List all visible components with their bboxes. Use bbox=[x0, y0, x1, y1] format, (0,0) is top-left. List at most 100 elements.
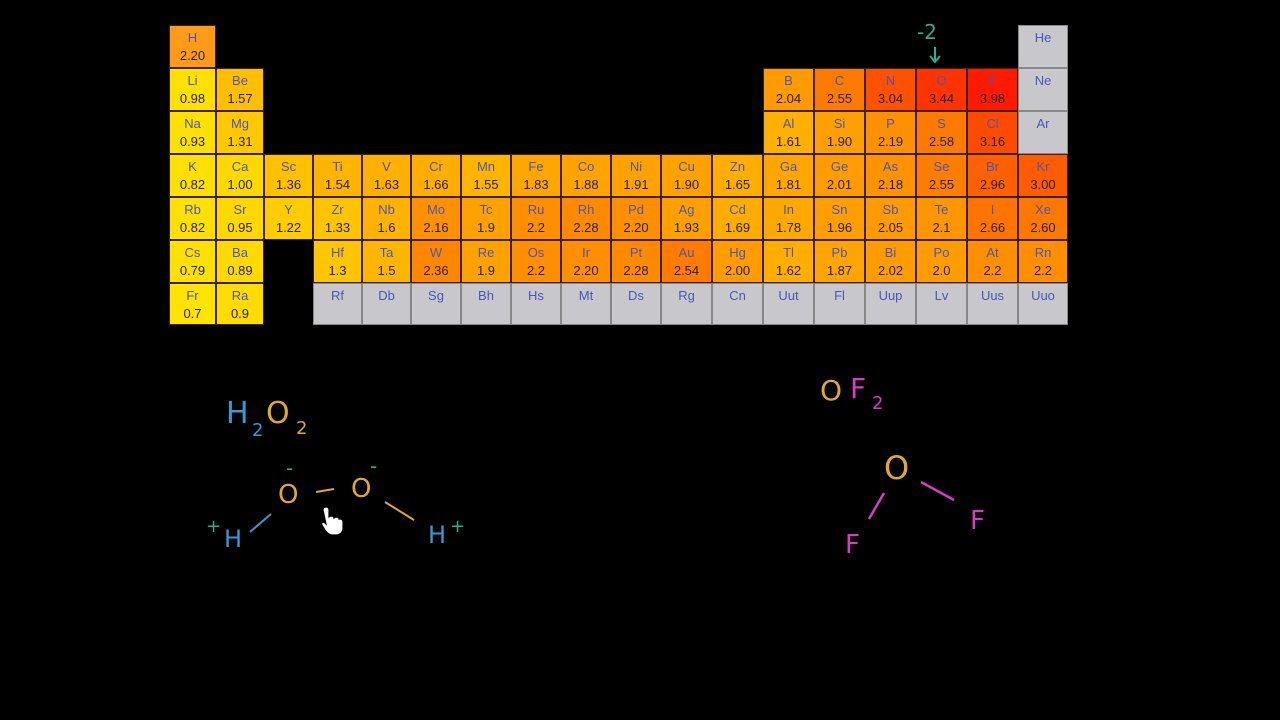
element-symbol: Cl bbox=[986, 116, 999, 131]
element-symbol: F bbox=[988, 73, 997, 88]
electronegativity-value: 1.62 bbox=[775, 263, 802, 278]
electronegativity-value: 3.98 bbox=[979, 91, 1006, 106]
element-cell-pt: Pt 2.28 bbox=[611, 240, 661, 283]
element-symbol: Zn bbox=[729, 159, 746, 174]
electronegativity-value: 2.2 bbox=[526, 263, 546, 278]
element-symbol: Br bbox=[986, 159, 999, 174]
element-symbol: At bbox=[986, 245, 999, 260]
element-symbol: Re bbox=[477, 245, 495, 260]
element-symbol: O bbox=[936, 73, 947, 88]
electronegativity-value: 2.28 bbox=[573, 220, 599, 235]
element-cell-al: Al 1.61 bbox=[763, 111, 814, 154]
electronegativity-value: 1.93 bbox=[673, 220, 700, 235]
electronegativity-value: 1.91 bbox=[623, 177, 649, 192]
element-symbol: Fl bbox=[834, 288, 845, 303]
electronegativity-value: 2.20 bbox=[573, 263, 599, 278]
electronegativity-value: 2.04 bbox=[775, 91, 802, 106]
element-cell-ar: Ar bbox=[1018, 111, 1068, 154]
electronegativity-value: 1.61 bbox=[775, 134, 802, 149]
element-symbol: Sc bbox=[280, 159, 297, 174]
electronegativity-value: 1.96 bbox=[826, 220, 853, 235]
element-symbol: Ti bbox=[332, 159, 343, 174]
element-symbol: Tl bbox=[783, 245, 794, 260]
h2o2-charge-o-left: - bbox=[286, 456, 293, 480]
h2o2-charge-h-right: + bbox=[450, 516, 465, 537]
element-cell-sg: Sg bbox=[411, 283, 461, 325]
electronegativity-value: 2.2 bbox=[1033, 263, 1053, 278]
electronegativity-value: 3.04 bbox=[877, 91, 904, 106]
element-symbol: Bh bbox=[478, 288, 494, 303]
of2-oxygen: O bbox=[884, 449, 909, 487]
element-cell-f: F 3.98 bbox=[967, 68, 1018, 111]
electronegativity-value: 1.83 bbox=[523, 177, 549, 192]
element-cell-sn: Sn 1.96 bbox=[814, 197, 865, 240]
electronegativity-value: 0.9 bbox=[230, 306, 250, 321]
electronegativity-value: 0.7 bbox=[183, 306, 202, 321]
electronegativity-value: 1.54 bbox=[324, 177, 351, 192]
element-symbol: N bbox=[885, 73, 896, 88]
element-symbol: Pt bbox=[629, 245, 643, 260]
element-symbol: S bbox=[937, 116, 946, 131]
element-cell-ag: Ag 1.93 bbox=[661, 197, 712, 240]
element-symbol: Db bbox=[378, 288, 395, 303]
element-symbol: As bbox=[882, 159, 899, 174]
electronegativity-value: 3.00 bbox=[1030, 177, 1056, 192]
element-symbol: Ag bbox=[678, 202, 695, 217]
element-symbol: Sn bbox=[831, 202, 848, 217]
element-symbol: Rg bbox=[678, 288, 695, 303]
element-symbol: Al bbox=[782, 116, 795, 131]
electronegativity-value: 2.2 bbox=[526, 220, 546, 235]
o-o-bond bbox=[315, 488, 335, 493]
element-symbol: P bbox=[886, 116, 895, 131]
of2-formula-sub: 2 bbox=[872, 393, 883, 414]
electronegativity-value: 2.1 bbox=[932, 220, 951, 235]
element-symbol: C bbox=[834, 73, 845, 88]
element-symbol: B bbox=[784, 73, 793, 88]
electronegativity-value: 1.90 bbox=[826, 134, 853, 149]
element-cell-uuo: Uuo bbox=[1018, 283, 1068, 325]
electronegativity-value: 2.66 bbox=[979, 220, 1006, 235]
element-cell-rf: Rf bbox=[313, 283, 362, 325]
element-symbol: Ta bbox=[379, 245, 394, 260]
electronegativity-value: 2.28 bbox=[623, 263, 649, 278]
element-symbol: Zr bbox=[331, 202, 344, 217]
electronegativity-value: 2.60 bbox=[1030, 220, 1056, 235]
element-symbol: Mt bbox=[578, 288, 594, 303]
element-cell-lv: Lv bbox=[916, 283, 967, 325]
electronegativity-value: 1.55 bbox=[473, 177, 499, 192]
element-symbol: Cu bbox=[678, 159, 695, 174]
element-symbol: Uup bbox=[878, 288, 903, 303]
element-symbol: Po bbox=[933, 245, 950, 260]
h2o2-oxygen-left: O bbox=[278, 480, 298, 510]
electronegativity-value: 1.63 bbox=[373, 177, 400, 192]
hand-pointer-icon bbox=[321, 506, 344, 536]
o-f-bond-right bbox=[920, 480, 955, 502]
electronegativity-value: 2.02 bbox=[877, 263, 904, 278]
electronegativity-value: 2.58 bbox=[928, 134, 955, 149]
electronegativity-value: 1.88 bbox=[573, 177, 599, 192]
oxygen-charge-label: -2 bbox=[917, 20, 937, 44]
